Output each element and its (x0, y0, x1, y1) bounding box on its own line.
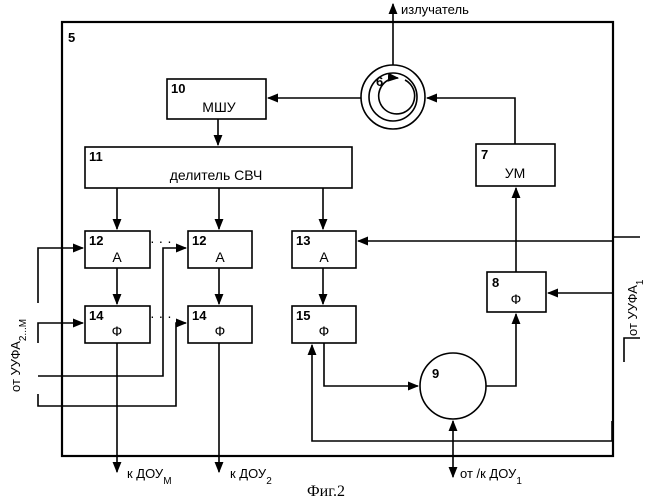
block-8-number: 8 (492, 275, 499, 290)
wire-15-9 (324, 343, 418, 386)
circulator-6: 6 (361, 65, 425, 129)
frame-5-number: 5 (68, 30, 75, 45)
to-dou-1-label: от /к ДОУ1 (460, 466, 522, 487)
to-dou-2-label: к ДОУ2 (230, 466, 272, 487)
block-12b-number: 12 (192, 233, 206, 248)
block-10-label: МШУ (202, 99, 235, 115)
wire-in-14a (38, 323, 83, 343)
circulator-6-number: 6 (376, 74, 383, 89)
block-13-number: 13 (296, 233, 310, 248)
block-12a-number: 12 (89, 233, 103, 248)
ellipsis-bottom: · · · (150, 308, 172, 324)
wire-7-circ (427, 98, 515, 144)
ellipsis-top: · · · (150, 233, 172, 249)
block-11-label: делитель СВЧ (170, 167, 263, 183)
block-14b-number: 14 (192, 308, 207, 323)
wire-ext-right-bottom (624, 338, 640, 362)
block-11-number: 11 (89, 149, 103, 164)
radiator-label: излучатель (401, 2, 469, 17)
block-7-number: 7 (481, 147, 488, 162)
from-uufa-2m-label: от УУФА2...М (8, 319, 29, 392)
from-uufa-1-label: от УУФА1 (625, 279, 646, 336)
block-9 (420, 353, 486, 419)
block-13-label: А (319, 249, 329, 265)
wire-in-12a (38, 248, 83, 303)
block-14a-label: Ф (112, 323, 123, 339)
block-12b-label: А (215, 249, 225, 265)
block-12a-label: А (112, 249, 122, 265)
block-7-label: УМ (505, 165, 526, 181)
block-9-number: 9 (432, 366, 439, 381)
block-15-label: Ф (319, 323, 330, 339)
wire-9-8 (486, 314, 516, 386)
wire-in-13 (358, 241, 613, 265)
block-14b-label: Ф (215, 323, 226, 339)
to-dou-m-label: к ДОУМ (127, 466, 172, 487)
block-15-number: 15 (296, 308, 310, 323)
figure-caption: Фиг.2 (307, 483, 345, 500)
block-14a-number: 14 (89, 308, 104, 323)
block-10-number: 10 (171, 81, 185, 96)
block-8-label: Ф (511, 291, 522, 307)
